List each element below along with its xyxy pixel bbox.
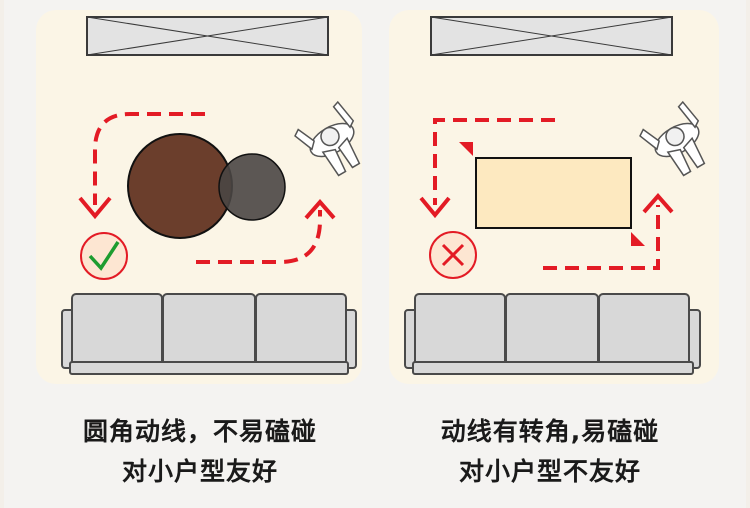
walkway-path-right (196, 210, 322, 264)
right-diagram (389, 10, 719, 384)
rectangular-table (475, 157, 632, 229)
round-table-large (127, 133, 233, 239)
tv-cabinet (86, 16, 329, 56)
right-caption-line2: 对小户型不友好 (458, 457, 641, 486)
tv-cabinet (430, 16, 673, 56)
right-caption: 动线有转角,易磕碰 对小户型不友好 (380, 412, 720, 492)
left-caption: 圆角动线，不易磕碰 对小户型友好 (30, 412, 370, 492)
check-icon (80, 232, 128, 280)
sofa (61, 293, 357, 375)
left-diagram (36, 10, 362, 384)
left-caption-line1: 圆角动线，不易磕碰 (82, 417, 317, 446)
walkway-path-left (93, 112, 205, 205)
arrow-up-icon (304, 198, 336, 220)
corner-marker (459, 142, 473, 156)
sofa (404, 293, 701, 375)
person-icon (639, 100, 706, 177)
arrow-down-icon (78, 196, 112, 220)
left-caption-line2: 对小户型友好 (121, 457, 278, 486)
right-caption-line1: 动线有转角,易磕碰 (440, 417, 660, 446)
arrow-down-icon (419, 196, 451, 219)
corner-marker (631, 232, 645, 246)
walkway-path-left (433, 118, 555, 205)
walkway-path-right (543, 205, 660, 270)
arrow-up-icon (642, 192, 674, 214)
cross-icon (429, 231, 477, 279)
round-table-small (218, 153, 286, 221)
person-icon (294, 100, 361, 177)
